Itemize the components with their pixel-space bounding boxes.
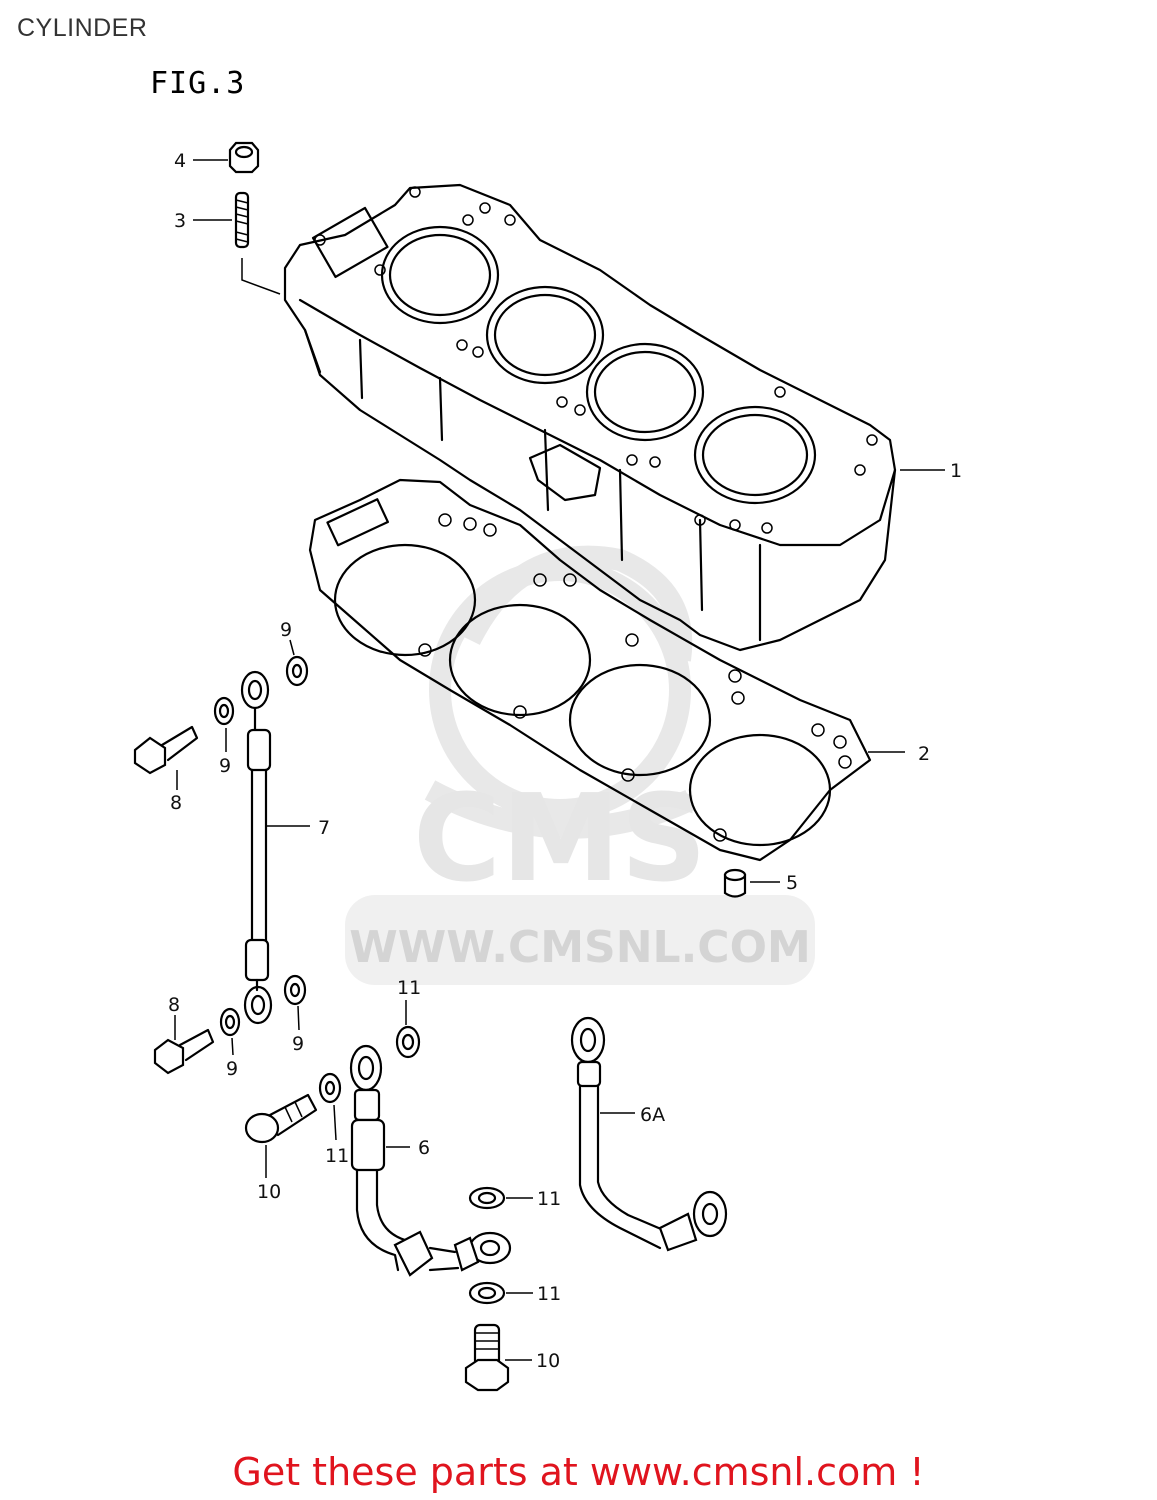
part-8-bolt-upper — [133, 725, 199, 790]
part-11-washer-c — [468, 1186, 533, 1210]
callout-11-right-lower: 11 — [537, 1283, 561, 1305]
callout-8-lower: 8 — [168, 994, 180, 1016]
part-11-washer-d — [468, 1281, 533, 1305]
part-3-stud — [193, 191, 281, 295]
figure-label: FIG.3 — [150, 66, 246, 101]
part-7-oil-hose — [240, 670, 310, 1025]
shop-link[interactable]: Get these parts at www.cmsnl.com ! — [232, 1450, 925, 1494]
callout-1: 1 — [950, 460, 962, 482]
part-2-gasket — [308, 478, 905, 862]
watermark-url: WWW.CMSNL.COM — [349, 922, 811, 973]
watermark-badge — [345, 895, 815, 985]
watermark: CMS WWW.CMSNL.COM — [345, 545, 815, 985]
callout-8-upper: 8 — [170, 792, 182, 814]
callout-11-right-upper: 11 — [537, 1188, 561, 1210]
watermark-brand: CMS — [413, 770, 707, 909]
callout-4: 4 — [174, 150, 186, 172]
part-11-washer-b — [318, 1072, 342, 1141]
part-9-washer-upper-left — [213, 696, 235, 752]
part-6a-oil-pipe — [570, 1016, 728, 1252]
callout-5: 5 — [786, 872, 798, 894]
callout-7: 7 — [318, 817, 330, 839]
part-10-union-bolt-left — [244, 1093, 318, 1178]
callout-11-left: 11 — [325, 1145, 349, 1167]
page-title: CYLINDER — [17, 14, 148, 42]
callout-6: 6 — [418, 1137, 430, 1159]
part-10-union-bolt-bottom — [464, 1323, 532, 1392]
part-11-washer-a — [395, 1000, 421, 1059]
callout-10-bottom: 10 — [536, 1350, 560, 1372]
callout-9-upper-left: 9 — [219, 755, 231, 777]
callout-11-top: 11 — [397, 977, 421, 999]
callout-9-lower-left: 9 — [226, 1058, 238, 1080]
callout-6a: 6A — [640, 1104, 665, 1126]
part-8-bolt-lower — [153, 1015, 215, 1075]
part-9-washer-lower-right — [283, 974, 307, 1031]
callout-9-top: 9 — [280, 619, 292, 641]
part-9-washer-lower-left — [219, 1007, 241, 1056]
callout-3: 3 — [174, 210, 186, 232]
part-9-washer-upper-right — [285, 639, 309, 687]
part-6-oil-pipe — [349, 1044, 512, 1277]
part-4-nut — [193, 141, 260, 174]
callout-2: 2 — [918, 743, 930, 765]
part-5-dowel — [723, 868, 780, 898]
callout-10-left: 10 — [257, 1181, 281, 1203]
part-1-cylinder-block — [283, 183, 945, 652]
callout-9-lower-right: 9 — [292, 1033, 304, 1055]
